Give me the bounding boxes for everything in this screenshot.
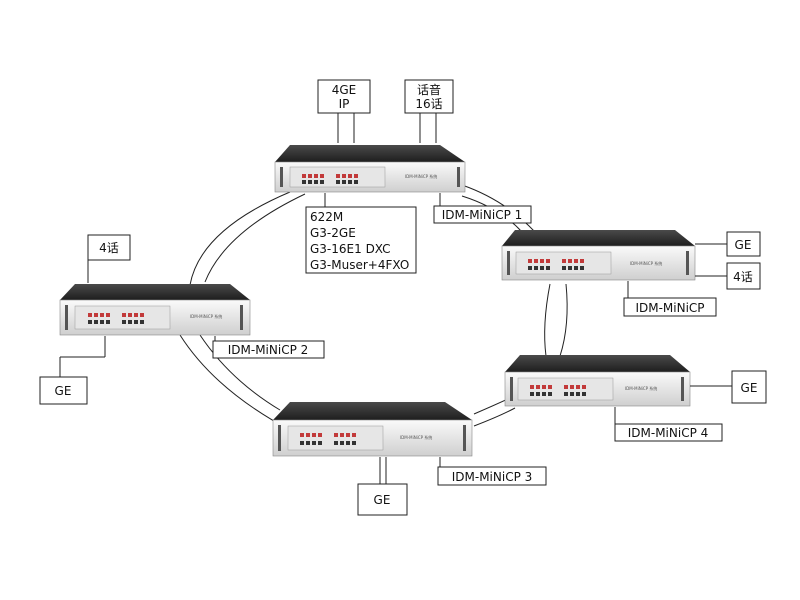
device-label-right: IDM-MiNiCP [635,301,704,315]
device-label-box-1 [433,205,532,224]
link-bottom-br-outer [473,397,511,415]
interface-box-left-4voice [87,234,131,261]
interface-right-4voice: 4话 [733,270,753,284]
device-label-3: IDM-MiNiCP 3 [452,470,533,484]
link-left-bottom-inner [199,334,281,411]
interface-4ge-line2: IP [339,97,350,111]
interface-4ge-line1: 4GE [332,83,357,97]
link-bottom-br-inner [473,407,516,427]
device-right: IDM-MiNiCP 系统 [501,230,696,281]
link-right-br-inner [559,283,568,357]
interface-box-left-ge [39,376,88,405]
interface-br-ge: GE [741,381,758,395]
device-right-panel-text: IDM-MiNiCP 系统 [630,260,662,266]
card-item: G3-Muser+4FXO [310,258,409,272]
interface-left-ge: GE [55,384,72,398]
card-item: 622M [310,210,343,224]
device-label-box-2 [212,340,325,359]
device-left: IDM-MiNiCP 系统 [59,284,251,336]
interface-box-bottom-ge [357,483,408,516]
interface-left-4voice: 4话 [99,241,119,255]
device-bottom-right: IDM-MiNiCP 系统 [504,355,691,407]
link-right-br-outer [544,283,551,357]
device-label-1: IDM-MiNiCP 1 [442,208,523,222]
device-bottom: IDM-MiNiCP 系统 [272,402,473,457]
device-bottom-panel-text: IDM-MiNiCP 系统 [400,434,432,440]
card-list-box [305,206,417,274]
interface-box-br-ge [731,370,767,404]
interface-voice-line1: 话音 [417,82,441,97]
card-item: G3-2GE [310,226,356,240]
interface-bottom-ge: GE [374,493,391,507]
device-label-box-3 [437,466,547,486]
device-top: IDM-MiNiCP 系统 [274,145,466,193]
device-label-box-right [623,297,717,317]
link-top-right-outer [461,184,536,233]
device-bottom-right-panel-text: IDM-MiNiCP 系统 [625,385,657,391]
interface-voice-line2: 16话 [415,97,442,111]
interface-box-right-ge [726,231,761,257]
interface-right-ge: GE [735,238,752,252]
device-label-box-4 [614,423,723,442]
device-label-2: IDM-MiNiCP 2 [228,343,309,357]
device-label-4: IDM-MiNiCP 4 [628,426,709,440]
interface-box-voice-16 [404,79,454,114]
device-top-panel-text: IDM-MiNiCP 系统 [405,173,437,179]
card-item: G3-16E1 DXC [310,242,391,256]
link-top-left-inner [204,193,306,283]
interface-box-4ge-ip [317,79,371,114]
device-left-panel-text: IDM-MiNiCP 系统 [190,313,222,319]
link-top-left-outer [189,191,291,286]
